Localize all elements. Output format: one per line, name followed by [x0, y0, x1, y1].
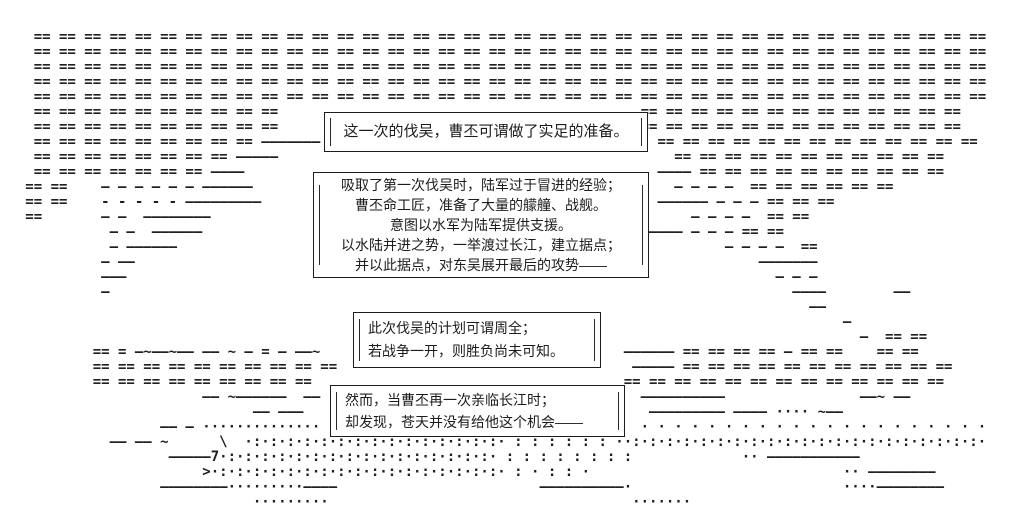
- dialog-text-line: 此次伐吴的计划可谓周全；: [368, 320, 536, 336]
- dialog-text-line: 曹丕命工匠，准备了大量的艨艟、战舰。: [355, 197, 607, 213]
- dialog-box-preparation: 这一次的伐吴，曹丕可谓做了实足的准备。: [324, 112, 648, 152]
- dialog-box-strategy: 吸取了第一次伐吴时，陆军过于冒进的经验； 曹丕命工匠，准备了大量的艨艟、战舰。 …: [313, 172, 649, 278]
- dialog-text-line: 以水陆并进之势，一举渡过长江，建立据点；: [341, 237, 621, 253]
- dialog-box-twist: 然而，当曹丕再一次亲临长江时； 却发现，苍天并没有给他这个机会——: [330, 385, 625, 437]
- dialog-text-line: 若战争一开，则胜负尚未可知。: [368, 343, 564, 359]
- dialog-text-line: 意图以水军为陆军提供支援。: [390, 217, 572, 233]
- dialog-text-line: 吸取了第一次伐吴时，陆军过于冒进的经验；: [341, 177, 621, 193]
- dialog-box-assessment: 此次伐吴的计划可谓周全； 若战争一开，则胜负尚未可知。: [353, 312, 601, 368]
- dialog-text-line: 然而，当曹丕再一次亲临长江时；: [345, 392, 555, 408]
- ascii-art-background: == == == == == == == == == == == == == =…: [25, 29, 987, 510]
- dialog-text-line: 却发现，苍天并没有给他这个机会——: [345, 414, 583, 430]
- dialog-text-line: 并以此据点，对东吴展开最后的攻势——: [355, 257, 607, 273]
- dialog-text-line: 这一次的伐吴，曹丕可谓做了实足的准备。: [343, 123, 629, 140]
